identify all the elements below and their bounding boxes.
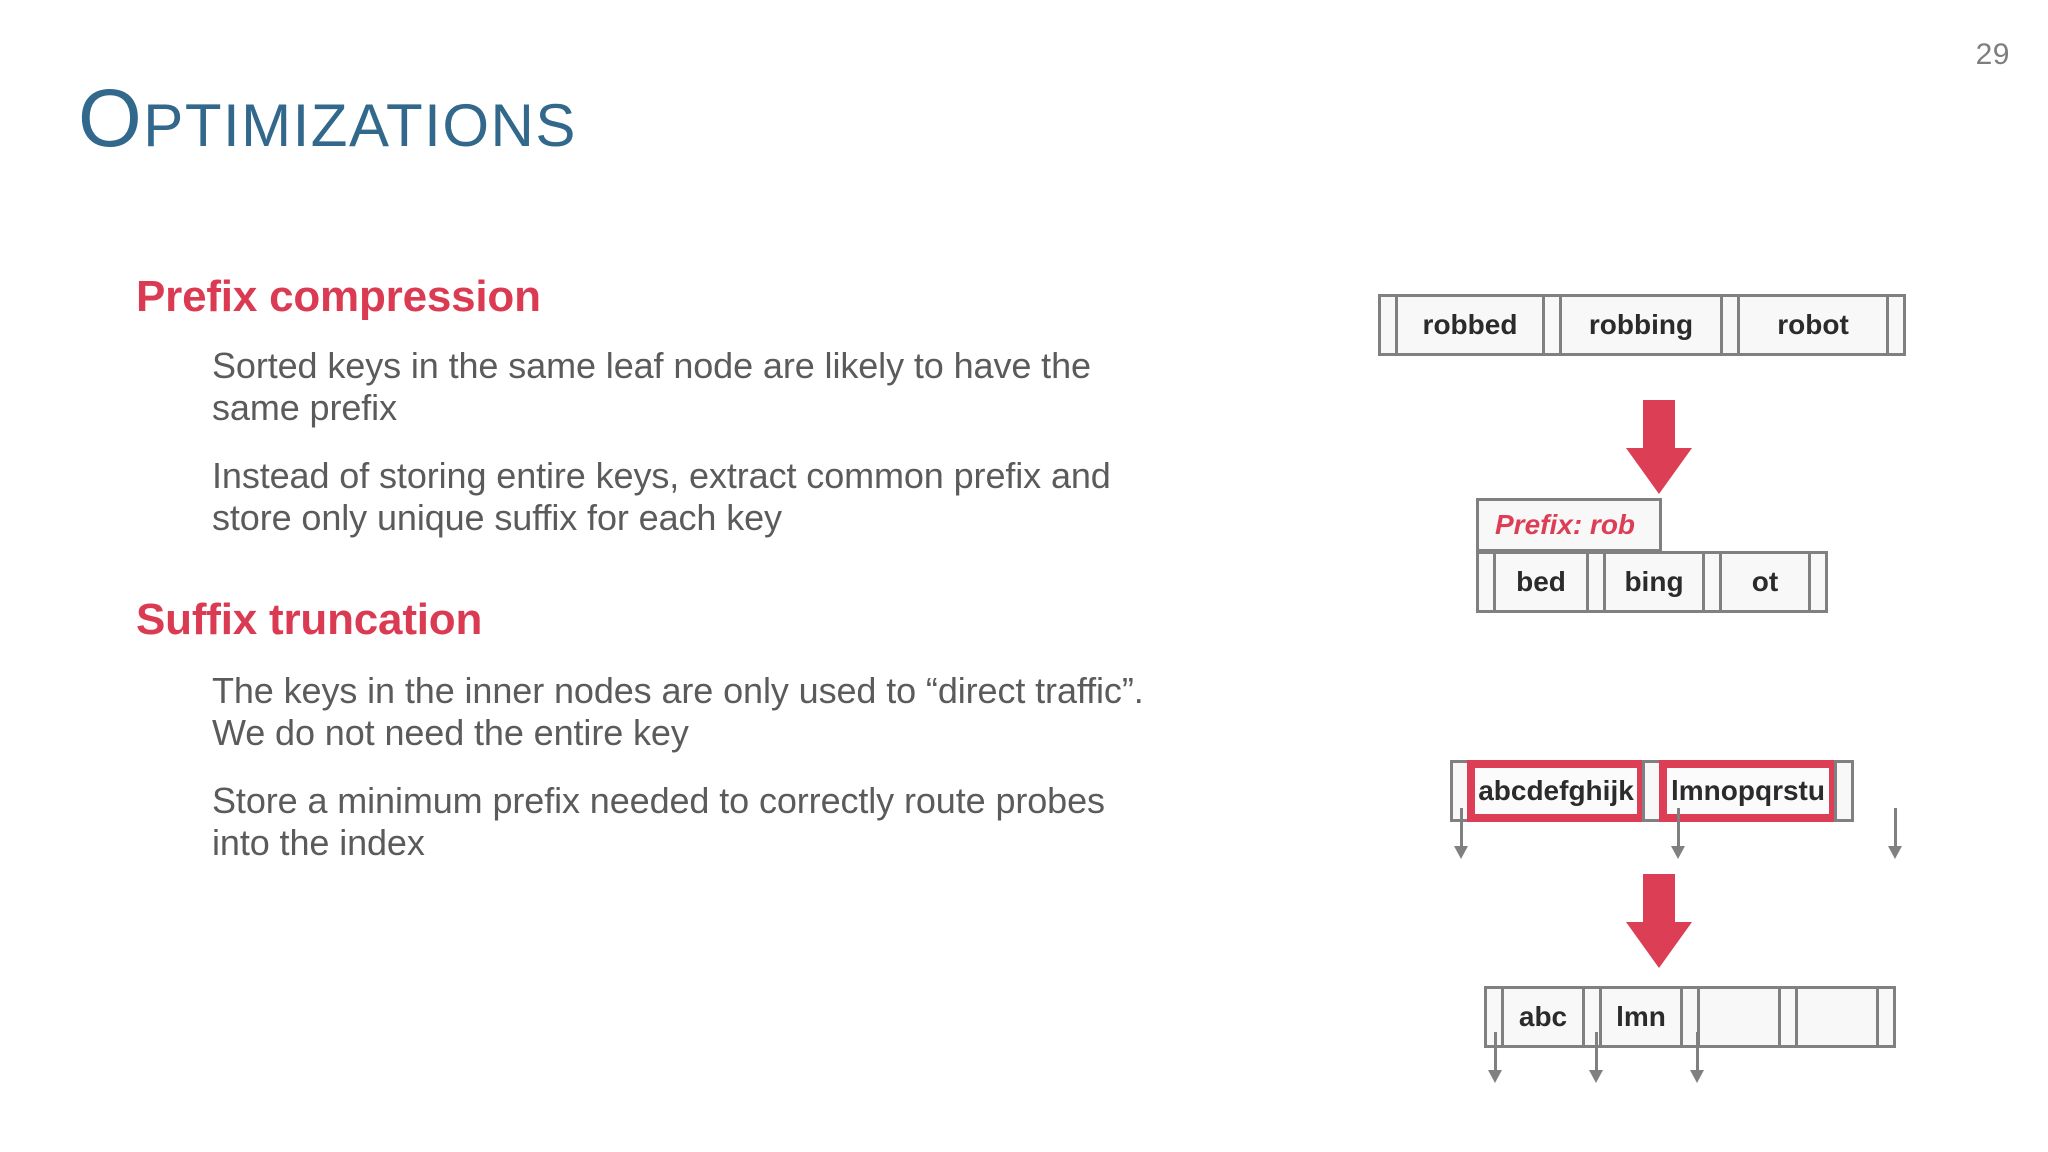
pointer-cell bbox=[1808, 551, 1828, 613]
child-pointer-arrow-icon bbox=[1888, 808, 1902, 860]
diagram-panel: robbed robbing robot Prefix: rob bed bin… bbox=[1340, 180, 2020, 1120]
suffix-after-node: abc lmn bbox=[1484, 986, 1896, 1048]
section-prefix-compression: Prefix compression Sorted keys in the sa… bbox=[136, 272, 1206, 539]
pointer-cell bbox=[1834, 760, 1854, 822]
key-cell: robbing bbox=[1559, 294, 1723, 356]
pointer-cell bbox=[1876, 986, 1896, 1048]
key-cell: lmn bbox=[1599, 986, 1683, 1048]
page-number: 29 bbox=[1975, 38, 2010, 71]
bullet-item: Instead of storing entire keys, extract … bbox=[212, 454, 1111, 538]
child-pointer-arrow-icon bbox=[1589, 1032, 1603, 1084]
key-cell: abc bbox=[1501, 986, 1585, 1048]
child-pointer-arrow-icon bbox=[1454, 808, 1468, 860]
key-cell: bed bbox=[1493, 551, 1589, 613]
section-heading-suffix-truncation: Suffix truncation bbox=[136, 595, 483, 645]
key-cell-empty bbox=[1697, 986, 1781, 1048]
key-cell: robot bbox=[1737, 294, 1889, 356]
content-column: Prefix compression Sorted keys in the sa… bbox=[136, 272, 1206, 890]
section-heading-prefix-compression: Prefix compression bbox=[136, 272, 541, 321]
suffix-before-node: abcdefghijk lmnopqrstu bbox=[1450, 760, 1854, 822]
transform-arrow-down-icon bbox=[1626, 400, 1692, 494]
key-cell-highlighted: abcdefghijk bbox=[1467, 760, 1645, 822]
transform-arrow-down-icon bbox=[1626, 874, 1692, 968]
section-suffix-truncation: Suffix truncation The keys in the inner … bbox=[136, 595, 1206, 864]
pointer-cell bbox=[1886, 294, 1906, 356]
prefix-before-node: robbed robbing robot bbox=[1378, 294, 1906, 356]
child-pointer-arrow-icon bbox=[1690, 1032, 1704, 1084]
prefix-after-node: bed bing ot bbox=[1476, 551, 1828, 613]
page-title: OPTIMIZATIONS bbox=[78, 78, 577, 160]
key-cell: robbed bbox=[1395, 294, 1545, 356]
child-pointer-arrow-icon bbox=[1488, 1032, 1502, 1084]
prefix-label-box: Prefix: rob bbox=[1476, 498, 1662, 552]
bullet-item: Sorted keys in the same leaf node are li… bbox=[212, 344, 1091, 428]
key-cell: bing bbox=[1603, 551, 1705, 613]
page-title-rest: PTIMIZATIONS bbox=[143, 92, 577, 159]
page-title-initial: O bbox=[78, 73, 144, 164]
key-cell: ot bbox=[1719, 551, 1811, 613]
key-cell-empty bbox=[1795, 986, 1879, 1048]
bullet-item: Store a minimum prefix needed to correct… bbox=[212, 779, 1105, 863]
child-pointer-arrow-icon bbox=[1671, 808, 1685, 860]
bullet-item: The keys in the inner nodes are only use… bbox=[212, 669, 1144, 753]
key-cell-highlighted: lmnopqrstu bbox=[1659, 760, 1837, 822]
